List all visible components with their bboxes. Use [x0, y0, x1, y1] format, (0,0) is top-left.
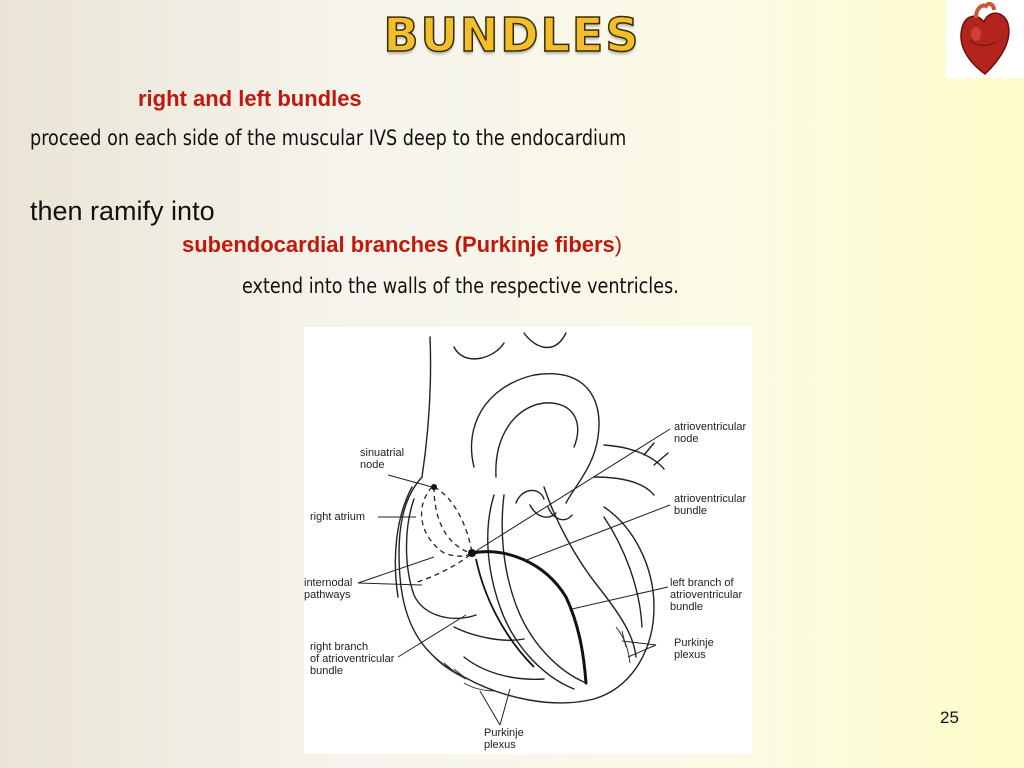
- heart-drawing: [357, 332, 671, 726]
- subendocardial-bold: subendocardial branches (Purkinje fibers: [182, 232, 615, 257]
- heading-right-left-bundles: right and left bundles: [138, 86, 362, 111]
- page-number: 25: [940, 708, 959, 727]
- label-right-branch: right branch of atrioventricular bundle: [310, 641, 395, 677]
- heart-icon: [946, 0, 1024, 78]
- subendocardial-paren: ): [614, 232, 623, 257]
- text-extend: extend into the walls of the respective …: [242, 274, 679, 298]
- heart-conduction-diagram: sinuatrial node right atrium internodal …: [304, 327, 752, 754]
- label-internodal-pathways: internodal pathways: [304, 577, 353, 601]
- slide-title: BUNDLES: [383, 7, 641, 63]
- label-av-node: atrioventricular node: [674, 421, 747, 445]
- label-left-branch: left branch of atrioventricular bundle: [670, 577, 743, 613]
- text-ramify: then ramify into: [30, 196, 215, 226]
- text-subendocardial: subendocardial branches (Purkinje fibers…: [182, 232, 622, 258]
- label-purkinje-plexus-bottom: Purkinje plexus: [484, 727, 524, 751]
- sinuatrial-node-dot: [431, 484, 437, 490]
- label-sinuatrial-node: sinuatrial node: [360, 447, 405, 471]
- text-proceed: proceed on each side of the muscular IVS…: [30, 126, 627, 150]
- label-av-bundle: atrioventricular bundle: [674, 493, 747, 517]
- label-purkinje-plexus-right: Purkinje plexus: [674, 637, 714, 661]
- label-right-atrium: right atrium: [310, 511, 366, 523]
